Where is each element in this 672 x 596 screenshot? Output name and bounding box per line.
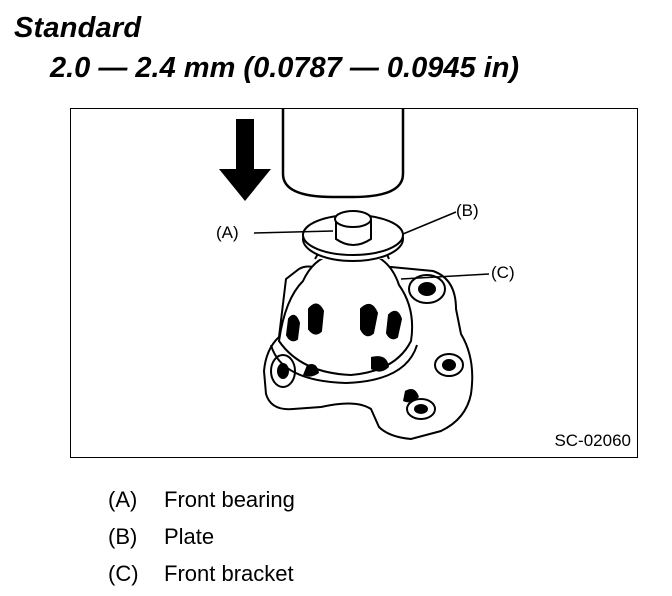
legend-key: (A) [108, 487, 138, 512]
legend-key: (C) [108, 561, 139, 586]
legend-item: (B) Plate [108, 521, 295, 558]
label-a: (A) [216, 223, 239, 242]
bearing-press-illustration [219, 109, 490, 441]
shade-accents [303, 356, 419, 403]
legend-text: Front bracket [164, 561, 294, 586]
legend-list: (A) Front bearing (B) Plate (C) Front brack… [108, 484, 295, 595]
label-b: (B) [456, 201, 479, 220]
section-heading: Standard [14, 12, 142, 44]
front-bracket [262, 228, 474, 441]
legend-key: (B) [108, 524, 138, 549]
leader-lines [253, 211, 490, 280]
label-c: (C) [491, 263, 515, 282]
press-arrow-icon [219, 119, 271, 201]
legend-item: (C) Front bracket [108, 558, 295, 595]
standard-spec-value: 2.0 — 2.4 mm (0.0787 — 0.0945 in) [50, 52, 520, 84]
figure-frame: (A) (B) (C) SC-02060 [70, 108, 638, 458]
legend-item: (A) Front bearing [108, 484, 295, 521]
legend-text: Front bearing [164, 487, 295, 512]
front-bearing [334, 210, 372, 246]
figure-code: SC-02060 [554, 431, 631, 450]
press-tool [281, 109, 405, 199]
legend-text: Plate [164, 524, 215, 549]
